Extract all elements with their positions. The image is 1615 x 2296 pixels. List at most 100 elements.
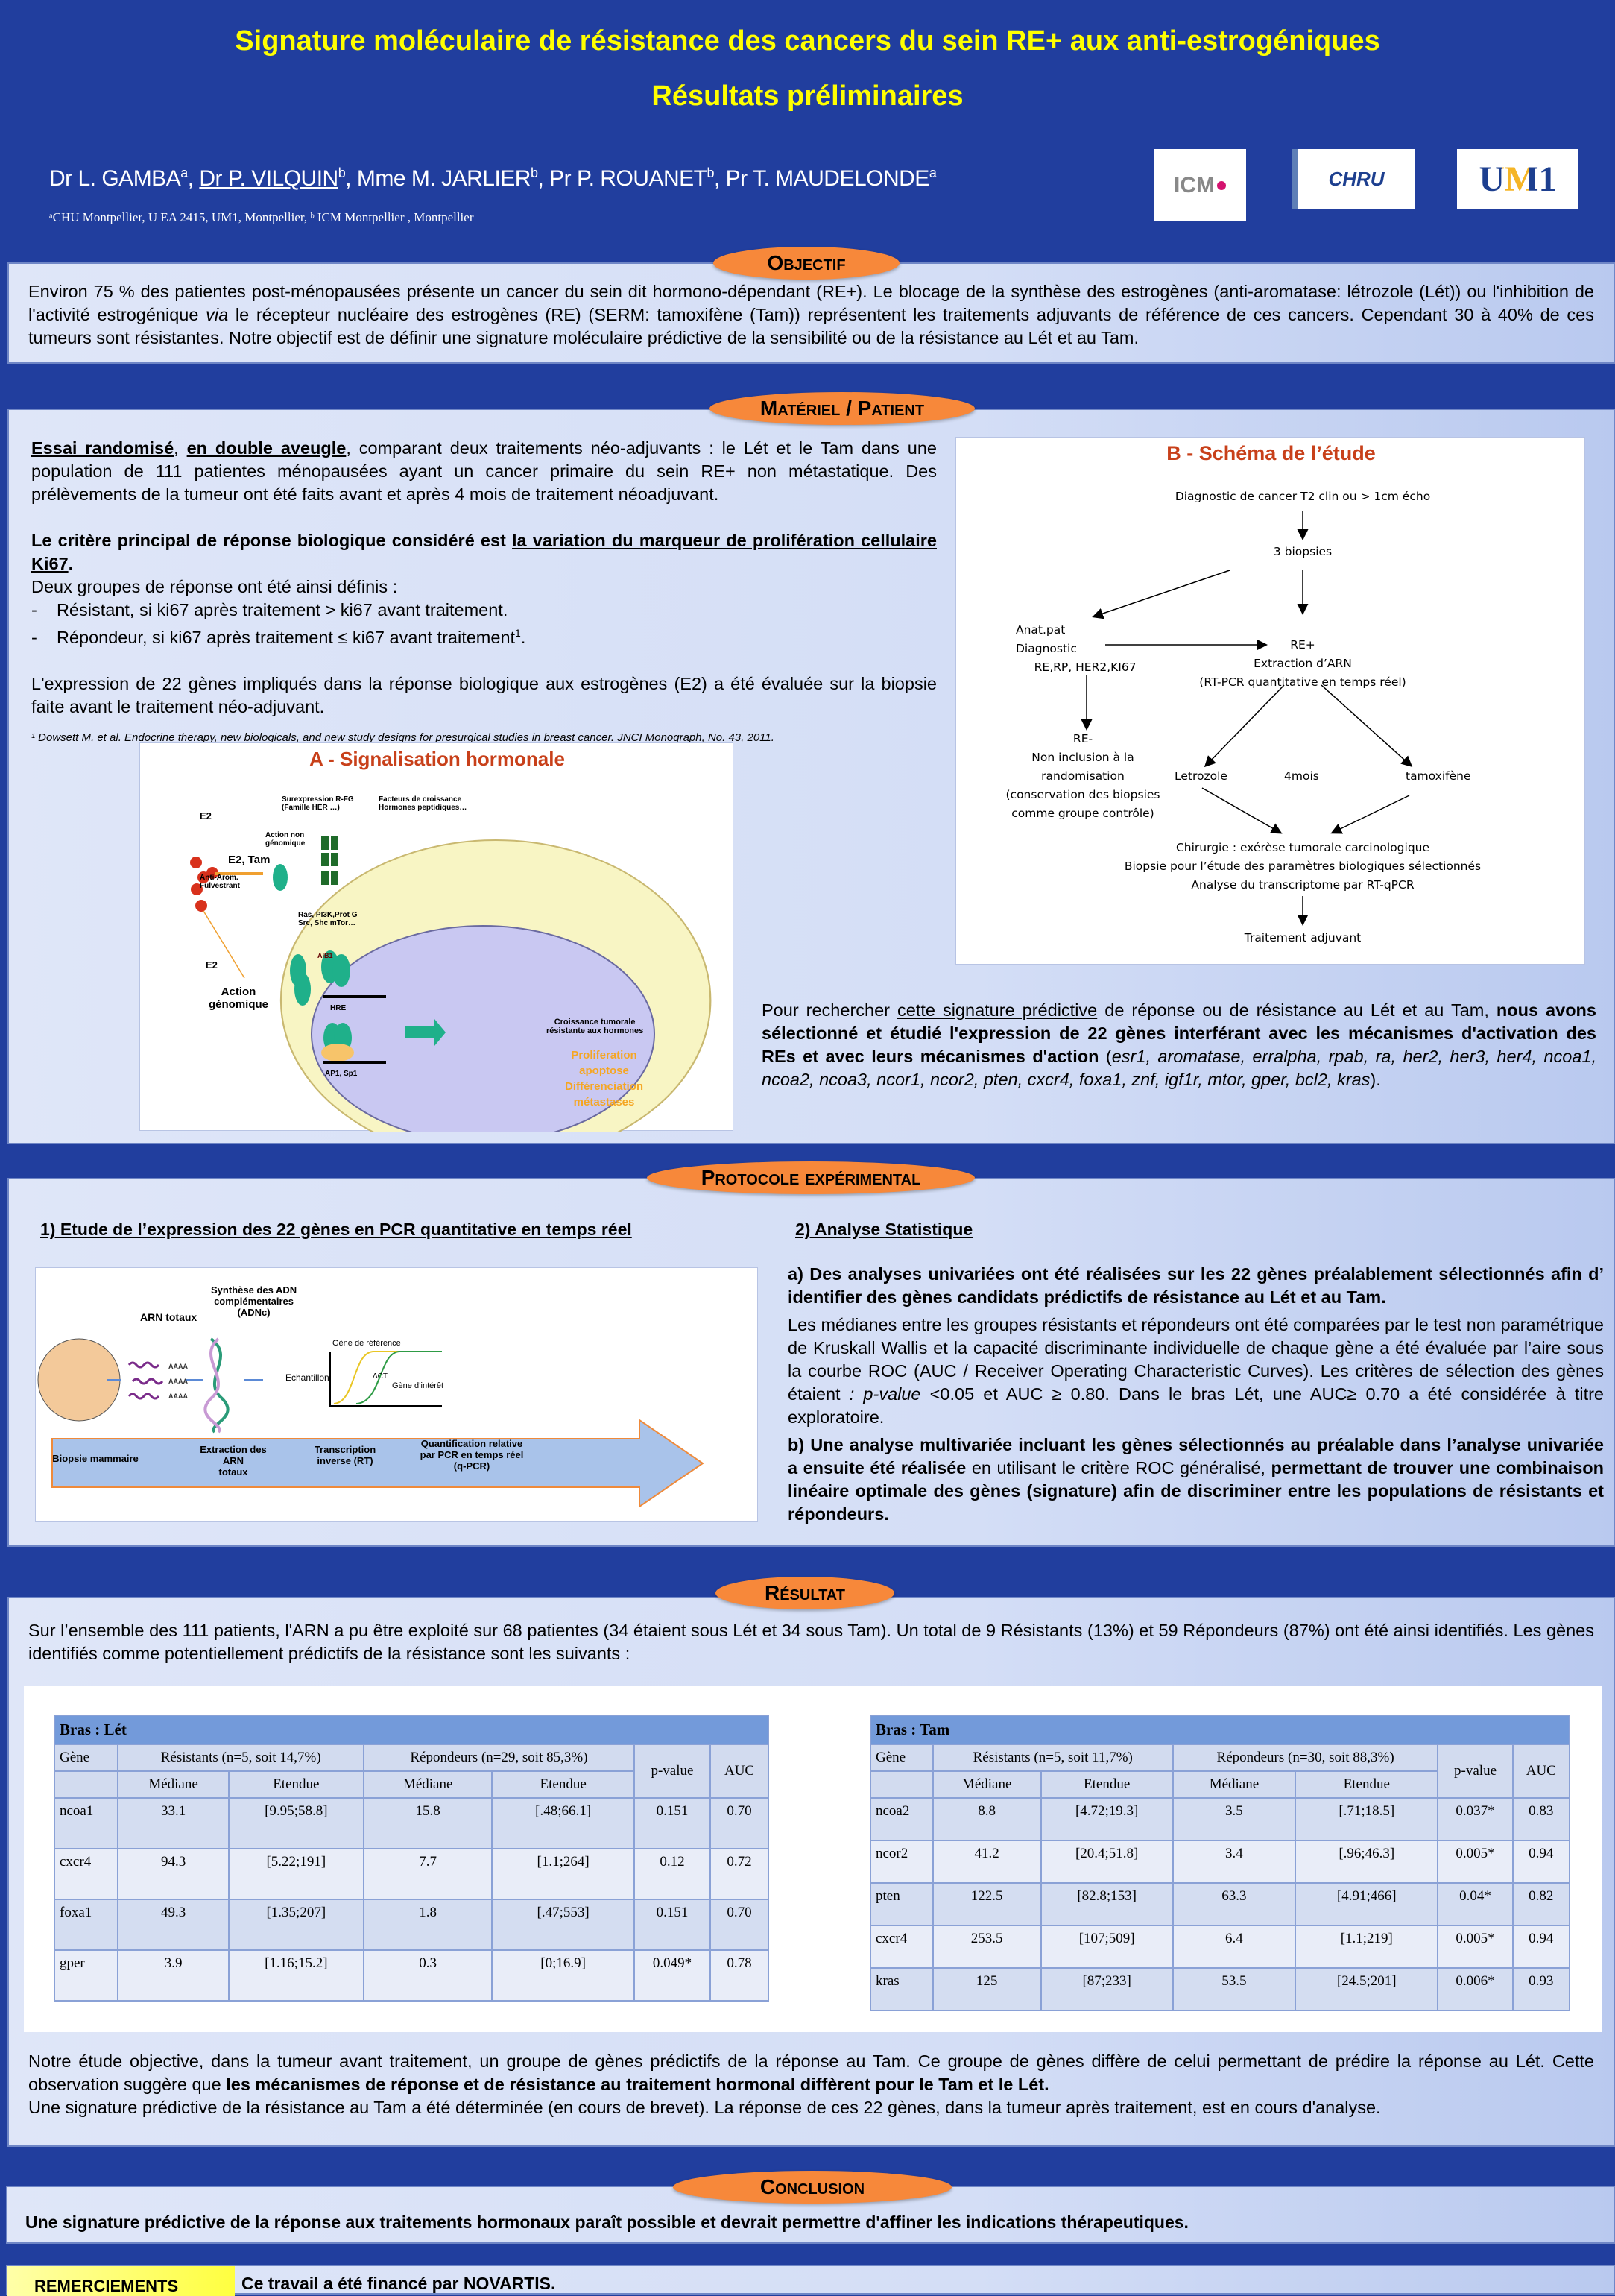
table-cell: 0.151 bbox=[633, 1797, 712, 1849]
genomic-arrow bbox=[203, 910, 245, 979]
table-cell: ncoa1 bbox=[53, 1797, 119, 1849]
t: Quantification relative bbox=[420, 1438, 523, 1449]
flow-re-plus: RE+Extraction d’ARN(RT-PCR quantitative … bbox=[1180, 636, 1426, 692]
t: Croissance tumorale bbox=[554, 1018, 636, 1026]
table-cell: 0.151 bbox=[633, 1899, 712, 1951]
t: Les médianes entre les groupes résistant… bbox=[788, 1315, 1604, 1404]
t: les mécanismes de réponse et de résistan… bbox=[226, 2075, 1049, 2094]
label-delta-ct: ΔCT bbox=[373, 1372, 388, 1381]
col-mediane: Médiane bbox=[117, 1770, 230, 1799]
label-surexpression: Surexpression R-FG(Famille HER …) bbox=[282, 795, 354, 812]
criterion-label: Le critère principal de réponse biologiq… bbox=[31, 531, 513, 550]
stats-text: a) Des analyses univariées ont été réali… bbox=[788, 1263, 1604, 1526]
t: inverse (RT) bbox=[317, 1455, 373, 1466]
t: Non inclusion à la bbox=[1031, 751, 1134, 764]
poster-title: Signature moléculaire de résistance des … bbox=[235, 25, 1380, 57]
table-cell: [.96;46.3] bbox=[1295, 1840, 1439, 1884]
t: métastases bbox=[573, 1096, 635, 1108]
label-gene-reference: Gène de référence bbox=[332, 1339, 401, 1348]
t: Biopsie pour l’étude des paramètres biol… bbox=[1124, 860, 1482, 873]
table-cell: 49.3 bbox=[117, 1899, 230, 1951]
conclusion-heading: Conclusion bbox=[673, 2171, 952, 2204]
resultat-section: Sur l’ensemble des 111 patients, l'ARN a… bbox=[7, 1597, 1615, 2147]
table-cell: 3.4 bbox=[1172, 1840, 1297, 1884]
growth-arrow-icon bbox=[405, 1019, 446, 1046]
col-mediane: Médiane bbox=[932, 1770, 1042, 1799]
criterion-value: la variation du marqueur de prolifératio… bbox=[31, 531, 937, 573]
t: Action non bbox=[265, 831, 305, 839]
reference-footnote: ¹ Dowsett M, et al. Endocrine therapy, n… bbox=[31, 731, 774, 744]
t: Facteurs de croissance bbox=[379, 795, 462, 804]
table-cell: 122.5 bbox=[932, 1882, 1042, 1926]
protocole-heading-stats: 2) Analyse Statistique bbox=[795, 1220, 973, 1239]
authors: Dr L. GAMBAa, Dr P. VILQUINb, Mme M. JAR… bbox=[49, 165, 937, 191]
resultat-discussion: Notre étude objective, dans la tumeur av… bbox=[28, 2050, 1594, 2119]
table-cell: 0.70 bbox=[709, 1797, 769, 1849]
remerciements-label: REMERCIEMENTS bbox=[7, 2266, 235, 2296]
figure-b-title: B - Schéma de l’étude bbox=[1166, 442, 1376, 464]
label-hre: HRE bbox=[330, 1004, 347, 1012]
t: RE,RP, HER2,KI67 bbox=[1034, 660, 1137, 674]
univariate-heading: a) Des analyses univariées ont été réali… bbox=[788, 1264, 1604, 1307]
author: Dr P. VILQUIN bbox=[199, 166, 338, 191]
trial-type: Essai randomisé bbox=[31, 438, 174, 458]
col-etendue: Etendue bbox=[1040, 1770, 1174, 1799]
pcr-drawing bbox=[37, 1337, 704, 1508]
table-cell: cxcr4 bbox=[53, 1848, 119, 1900]
table-cell: [4.72;19.3] bbox=[1040, 1797, 1174, 1841]
table-cell: 33.1 bbox=[117, 1797, 230, 1849]
flow-diagnostic: Diagnostic de cancer T2 clin ou > 1cm éc… bbox=[1175, 490, 1431, 503]
t: Extraction d’ARN bbox=[1254, 657, 1352, 670]
label-echantillon: Echantillon bbox=[285, 1372, 329, 1383]
table-cell: 0.04* bbox=[1437, 1882, 1514, 1926]
table-cell: 94.3 bbox=[117, 1848, 230, 1900]
table-cell: [1.16;15.2] bbox=[227, 1949, 364, 2002]
author-sup: b bbox=[338, 165, 346, 180]
t: Fulvestrant bbox=[200, 882, 240, 890]
col-gene: Gène bbox=[53, 1744, 119, 1772]
col-mediane: Médiane bbox=[362, 1770, 493, 1799]
chru-logo: CHRU bbox=[1292, 149, 1415, 209]
flow-traitement-adjuvant: Traitement adjuvant bbox=[1244, 931, 1362, 944]
t: Anat.pat bbox=[1016, 623, 1066, 637]
table-cell: ncor2 bbox=[870, 1840, 934, 1884]
t: Hormones peptidiques… bbox=[379, 804, 467, 812]
t: permettant de trouver une combinaison li… bbox=[788, 1458, 1604, 1524]
rna-icon bbox=[127, 1361, 164, 1400]
col-repondeurs: Répondeurs (n=30, soit 88,3%) bbox=[1172, 1744, 1439, 1772]
col-empty bbox=[870, 1770, 934, 1799]
resultat-intro: Sur l’ensemble des 111 patients, l'ARN a… bbox=[28, 1621, 1594, 1663]
trial-description: , comparant deux traitements néo-adjuvan… bbox=[31, 438, 937, 504]
objectif-heading: Objectif bbox=[713, 247, 900, 280]
t: cette signature prédictive bbox=[897, 1000, 1098, 1020]
t: comme groupe contrôle) bbox=[1011, 807, 1154, 820]
icm-logo: ICM bbox=[1154, 149, 1246, 221]
gene-list: esr1, aromatase, erralpha, rpab, ra, her… bbox=[762, 1047, 1596, 1089]
table-cell: 63.3 bbox=[1172, 1882, 1297, 1926]
icm-logo-text: ICM bbox=[1174, 172, 1215, 198]
table-cell: foxa1 bbox=[53, 1899, 119, 1951]
t: Chirurgie : exérèse tumorale carcinologi… bbox=[1175, 841, 1430, 854]
table-cell: cxcr4 bbox=[870, 1925, 934, 1969]
col-auc: AUC bbox=[709, 1744, 769, 1799]
objectif-text-via: via bbox=[206, 305, 229, 324]
table-cell: 3.9 bbox=[117, 1949, 230, 2002]
conclusion-text: Une signature prédictive de la réponse a… bbox=[25, 2213, 1189, 2232]
col-repondeurs: Répondeurs (n=29, soit 85,3%) bbox=[362, 1744, 635, 1772]
table-cell: [0;16.9] bbox=[491, 1949, 635, 2002]
col-auc: AUC bbox=[1511, 1744, 1571, 1799]
remerciements-section: REMERCIEMENTS Ce travail a été financé p… bbox=[6, 2265, 1615, 2296]
t: apoptose bbox=[579, 1065, 629, 1077]
flow-biopsies: 3 biopsies bbox=[1273, 545, 1333, 558]
t: (ADNc) bbox=[237, 1307, 271, 1318]
table-cell: [1.35;207] bbox=[227, 1899, 364, 1951]
author-sup: a bbox=[929, 165, 937, 180]
